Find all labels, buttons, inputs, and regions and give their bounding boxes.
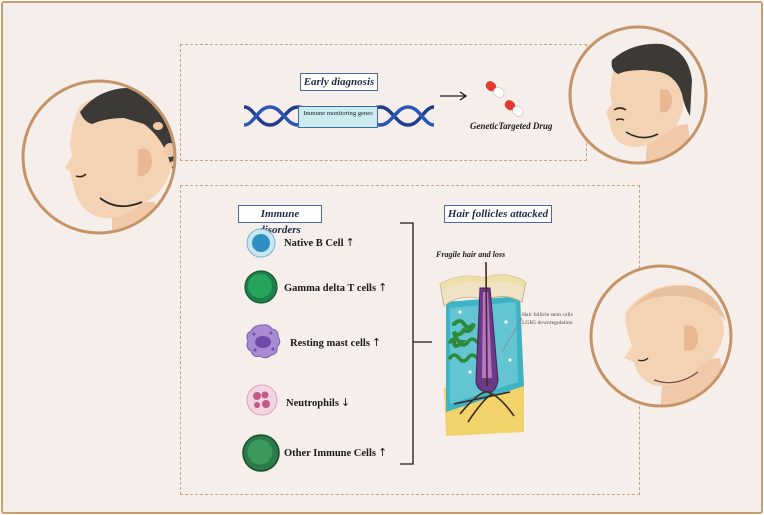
gamma-delta-t-cell-icon [244,270,278,304]
increase-arrow-icon: ↑ [377,446,388,459]
immune-monitoring-genes-box [298,106,378,128]
healthy-head-illustration [568,25,708,165]
bald-head-illustration [589,264,733,408]
neutrophils-label: Neutrophils↓ [286,396,351,409]
hair-follicles-attacked-label: Hair follicles attacked [444,205,552,223]
stem-cell-note-line2: LGR5 downregulation [522,320,573,326]
immune-disorders-label: Immune disorders [238,205,322,236]
stem-cell-note-line1: Hair follicle stem cells [522,312,573,318]
gamma-delta-t-cells-label: Gamma delta T cells↑ [284,281,388,294]
resting-mast-cells-label: Resting mast cells↑ [290,336,382,349]
grouping-bracket [400,222,432,465]
fragile-hair-and-loss-label: Fragile hair and loss [436,250,506,259]
decrease-arrow-icon: ↓ [340,396,351,409]
neutrophil-icon [246,384,278,416]
callout-line [501,317,523,353]
other-immune-cells-label: Other Immune Cells↑ [284,446,388,459]
early-diagnosis-label: Early diagnosis [300,73,378,91]
hair-follicle-cross-section-illustration [439,261,527,436]
increase-arrow-icon: ↑ [345,236,355,249]
genetic-targeted-drug-label: GeneticTargeted Drug [470,121,553,131]
native-b-cell-icon [246,228,276,258]
capsule-drug-icon [485,81,524,117]
resting-mast-cell-icon [246,324,281,359]
right-arrow-icon [440,91,468,101]
immune-monitoring-genes-label: Immune monitoring genes [303,110,373,117]
native-b-cell-label: Native B Cell↑ [284,236,355,249]
alopecia-head-illustration [21,79,177,235]
increase-arrow-icon: ↑ [378,281,388,294]
other-immune-cell-icon [242,434,280,472]
increase-arrow-icon: ↑ [371,336,382,349]
